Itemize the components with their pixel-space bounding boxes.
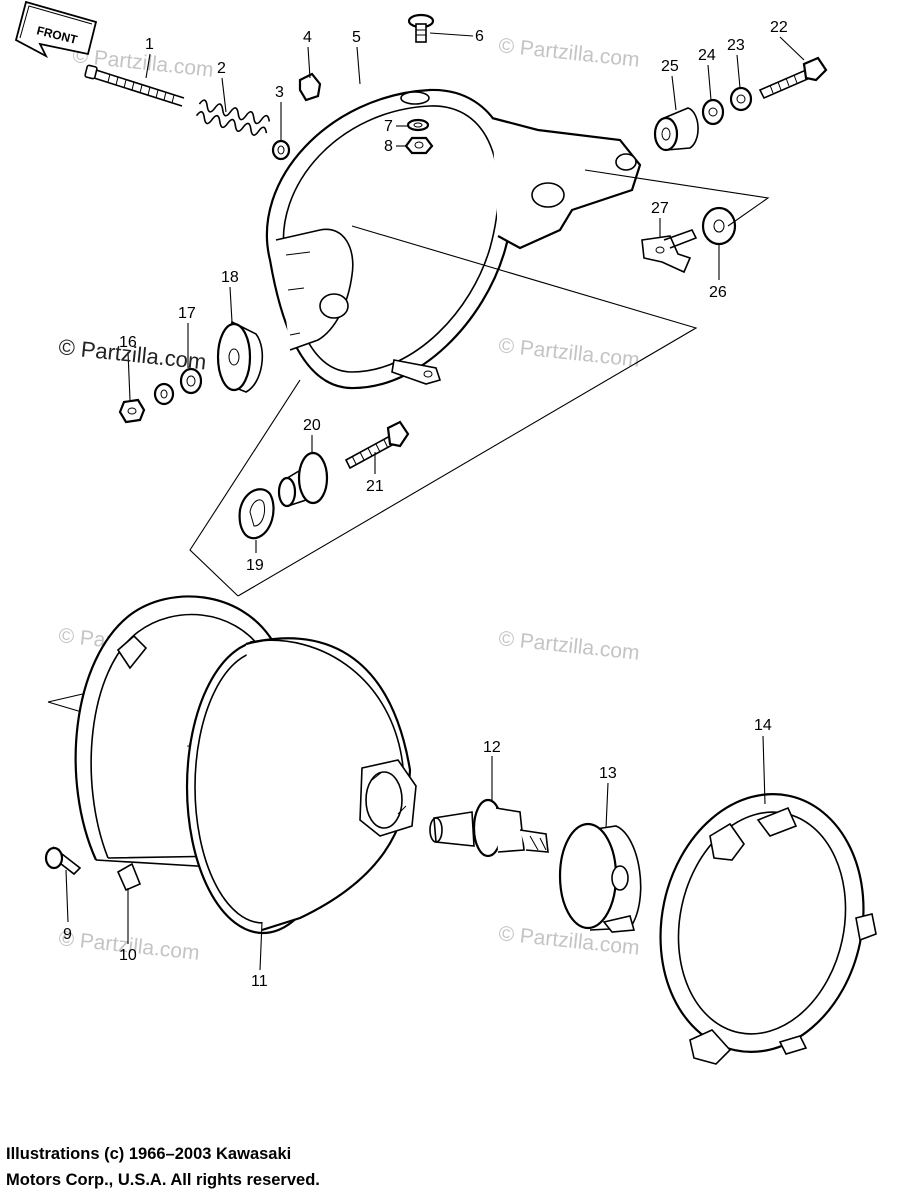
callout-2: 2 <box>217 60 226 77</box>
copyright-notice: Illustrations (c) 1966–2003 Kawasaki Mot… <box>6 1141 566 1193</box>
watermark: © Partzilla.com <box>497 627 640 665</box>
nut-part-8 <box>404 136 434 155</box>
callout-23: 23 <box>727 37 745 54</box>
bulb-part-12 <box>429 798 549 858</box>
callout-7: 7 <box>384 118 393 135</box>
callout-14: 14 <box>754 717 772 734</box>
dust-cover-part-13 <box>558 822 642 933</box>
callout-17: 17 <box>178 305 196 322</box>
callouts: 1 2 3 4 5 6 7 8 9 10 11 12 13 14 16 17 1… <box>63 19 805 990</box>
washer-part-16b <box>153 382 175 406</box>
washer-part-23 <box>729 86 753 112</box>
bolt-part-22 <box>758 56 828 100</box>
callout-25: 25 <box>661 58 679 75</box>
grommet-part-26 <box>701 206 737 246</box>
callout-27: 27 <box>651 200 669 217</box>
callout-8: 8 <box>384 138 393 155</box>
long-screw-part-1 <box>84 64 185 107</box>
trim-ring-part-14 <box>659 793 877 1065</box>
bolt-part-21 <box>344 420 410 470</box>
callout-18: 18 <box>221 269 239 286</box>
callout-19: 19 <box>246 557 264 574</box>
watermark: © Partzilla.com <box>497 34 640 72</box>
spring-part-2 <box>195 99 271 136</box>
callout-24: 24 <box>698 47 716 64</box>
callout-16: 16 <box>119 334 137 351</box>
nut-part-16 <box>118 398 146 424</box>
callout-1: 1 <box>145 36 154 53</box>
copyright-line-1: Illustrations (c) 1966–2003 Kawasaki <box>6 1145 292 1163</box>
front-arrow-badge: FRONT <box>14 0 98 59</box>
callout-13: 13 <box>599 765 617 782</box>
callout-20: 20 <box>303 417 321 434</box>
collar-part-20 <box>277 451 329 508</box>
washer-part-24 <box>701 98 725 126</box>
headlight-lens-unit-part-11 <box>185 637 417 935</box>
screw-part-9 <box>44 846 82 876</box>
callout-6: 6 <box>475 28 484 45</box>
callout-4: 4 <box>303 29 312 46</box>
callout-10: 10 <box>119 947 137 964</box>
washer-part-7 <box>406 118 430 132</box>
washer-part-19 <box>238 488 275 540</box>
callout-3: 3 <box>275 84 284 101</box>
clip-part-27 <box>641 229 698 274</box>
callout-12: 12 <box>483 739 501 756</box>
headlight-housing-part-5 <box>265 88 642 390</box>
copyright-line-2: Motors Corp., U.S.A. All rights reserved… <box>6 1171 320 1189</box>
grommet-part-25 <box>653 107 699 152</box>
callout-5: 5 <box>352 29 361 46</box>
washer-part-17 <box>179 367 203 395</box>
callout-22: 22 <box>770 19 788 36</box>
screw-part-6 <box>407 13 435 43</box>
watermark: © Partzilla.com <box>497 334 640 372</box>
callout-9: 9 <box>63 926 72 943</box>
callout-26: 26 <box>709 284 727 301</box>
grommet-part-18 <box>216 320 264 393</box>
square-nut-part-4 <box>298 72 322 102</box>
nut-part-3 <box>271 139 291 161</box>
callout-21: 21 <box>366 478 384 495</box>
callout-11: 11 <box>251 973 268 990</box>
